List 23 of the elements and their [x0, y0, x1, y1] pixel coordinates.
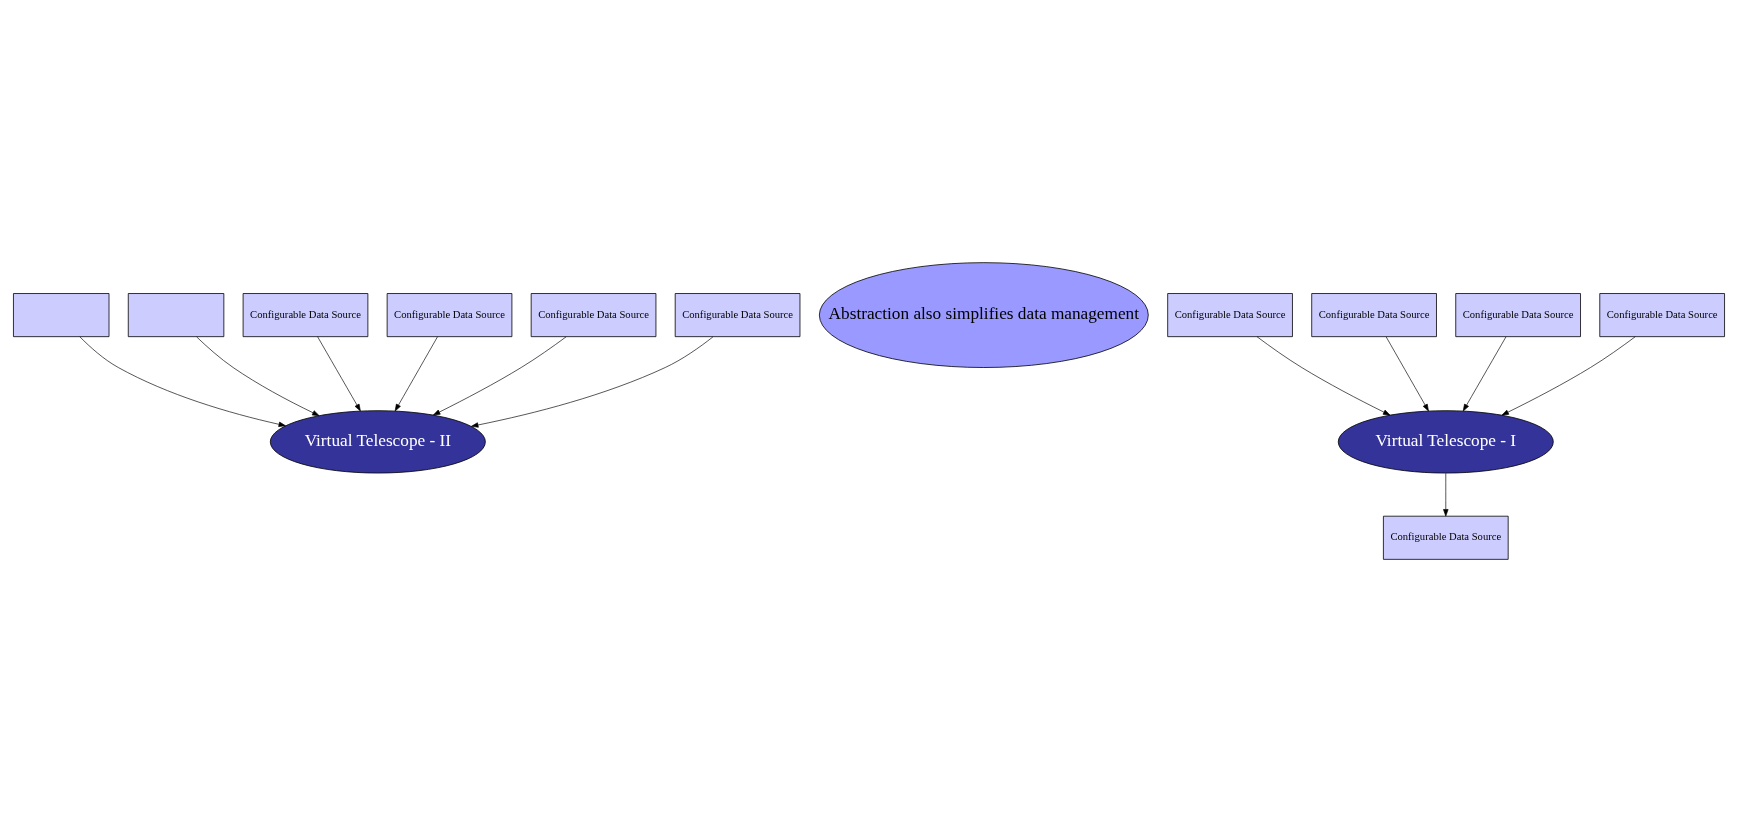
arrow — [471, 336, 714, 428]
node-box: Configurable Data Source — [1455, 293, 1581, 338]
node-ellipse: Abstraction also simplifies data management — [818, 262, 1149, 368]
arrow — [433, 336, 567, 416]
node-box: Configurable Data Source — [1167, 293, 1293, 338]
arrow — [317, 336, 361, 412]
arrow — [79, 336, 286, 427]
node-box: Configurable Data Source — [674, 293, 801, 338]
node-box: Configurable Data Source — [386, 293, 513, 338]
arrow — [1385, 336, 1429, 412]
arrow — [196, 336, 320, 416]
arrow — [1501, 336, 1636, 416]
node-box — [127, 293, 225, 338]
node-box: Configurable Data Source — [242, 293, 369, 338]
node-box: Configurable Data Source — [1311, 293, 1437, 338]
arrow — [1256, 336, 1391, 416]
node-box: Configurable Data Source — [1383, 515, 1509, 560]
arrow — [1462, 336, 1507, 412]
node-box: Configurable Data Source — [1599, 293, 1725, 338]
node-box — [13, 293, 110, 338]
node-box: Configurable Data Source — [530, 293, 657, 338]
arrow — [1443, 472, 1449, 517]
arrow — [394, 336, 438, 412]
